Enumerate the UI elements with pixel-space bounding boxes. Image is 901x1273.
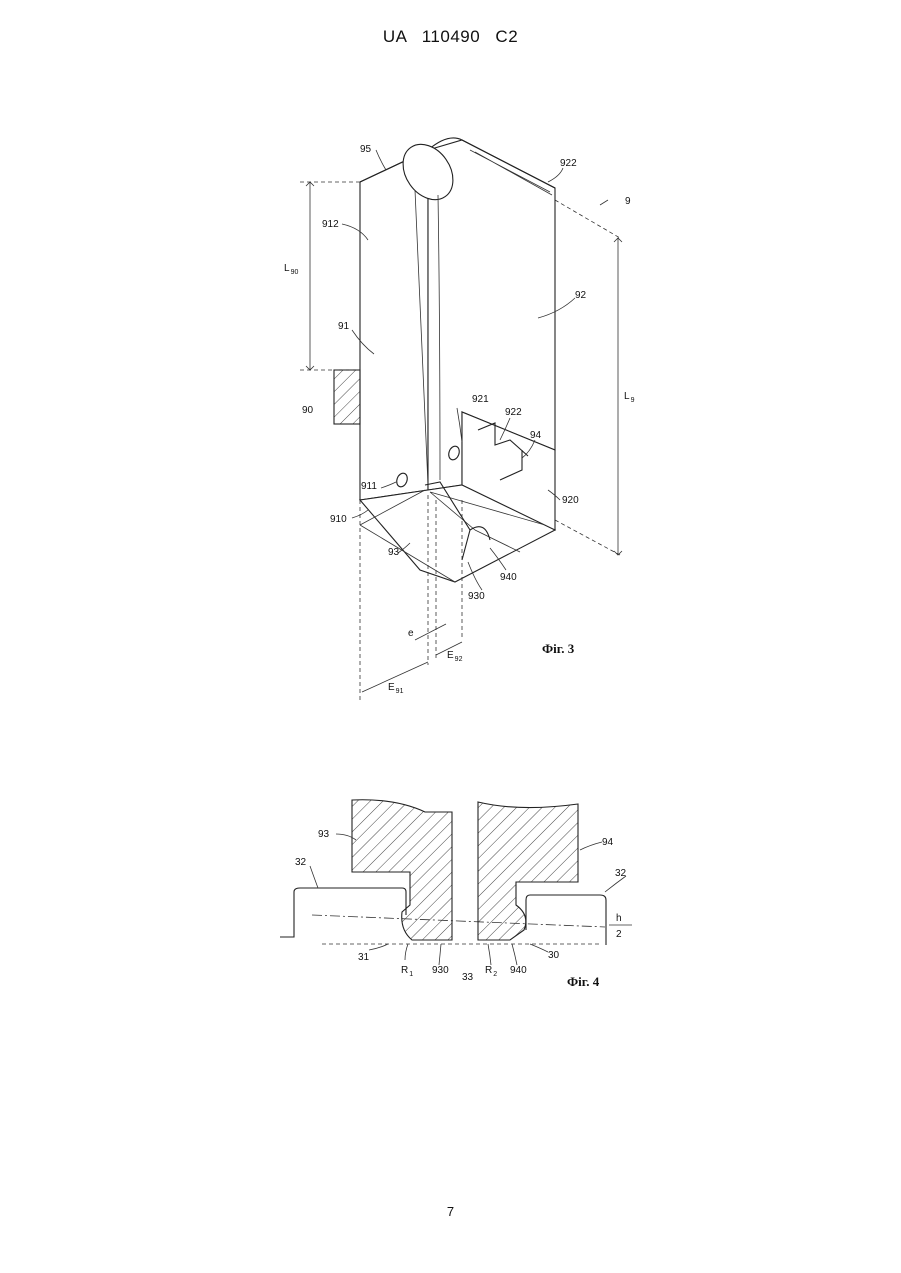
label-94-fig4: 94 (602, 837, 614, 848)
label-30: 30 (548, 950, 560, 961)
page-number: 7 (0, 1204, 901, 1219)
label-922-lower: 922 (505, 407, 522, 418)
label-e: e (408, 628, 414, 639)
strip-32-left (280, 888, 406, 937)
label-940: 940 (500, 572, 517, 583)
label-910: 910 (330, 514, 347, 525)
label-9: 9 (625, 196, 631, 207)
label-R2: R2 (485, 965, 497, 978)
dim-e (415, 624, 446, 640)
label-911: 911 (361, 481, 377, 492)
label-940-fig4: 940 (510, 965, 527, 976)
label-E91: E91 (388, 682, 404, 695)
dim-L90 (306, 182, 314, 370)
label-32-right: 32 (615, 868, 627, 879)
label-95: 95 (360, 144, 372, 155)
figure-3-caption: Фіг. 3 (542, 641, 575, 656)
label-93: 93 (388, 547, 400, 558)
label-922-top: 922 (560, 158, 577, 169)
label-912: 912 (322, 219, 339, 230)
figure-4 (280, 800, 632, 965)
label-31: 31 (358, 952, 370, 963)
label-92: 92 (575, 290, 587, 301)
label-R1: R1 (401, 965, 413, 978)
label-32-left: 32 (295, 857, 307, 868)
axis-line (312, 915, 605, 927)
figure-3 (300, 135, 622, 700)
label-920: 920 (562, 495, 579, 506)
left-face-91 (360, 150, 428, 500)
hatched-block-90 (334, 370, 360, 424)
label-930-fig4: 930 (432, 965, 449, 976)
strip-32-right (526, 895, 606, 945)
label-h: h (616, 913, 622, 924)
dim-ext-top (300, 182, 360, 370)
label-L90: L90 (284, 263, 298, 276)
label-930: 930 (468, 591, 485, 602)
electrode-93 (352, 800, 452, 940)
figure-4-caption: Фіг. 4 (567, 974, 600, 989)
label-921: 921 (472, 394, 489, 405)
label-94: 94 (530, 430, 542, 441)
label-E92: E92 (447, 650, 463, 663)
label-33: 33 (462, 972, 474, 983)
label-91: 91 (338, 321, 350, 332)
label-90: 90 (302, 405, 314, 416)
electrode-94 (478, 802, 578, 940)
label-93-fig4: 93 (318, 829, 330, 840)
label-L9: L9 (624, 391, 635, 404)
dim-L9 (614, 238, 622, 555)
label-2: 2 (616, 929, 622, 940)
